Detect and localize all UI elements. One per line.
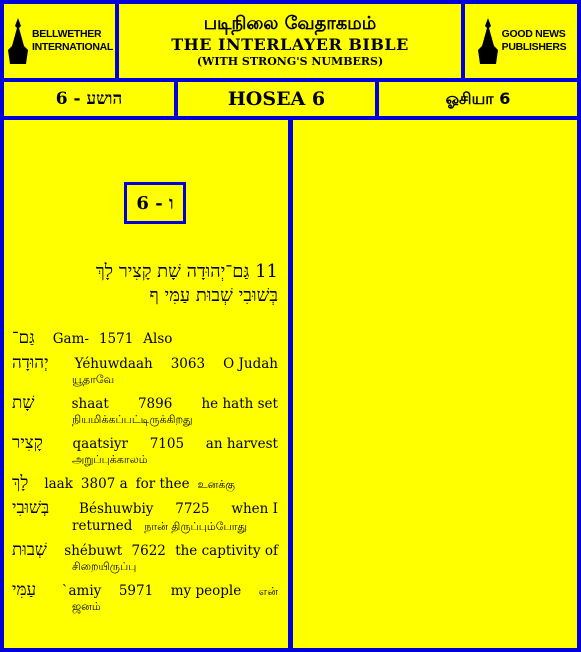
hebrew-word: לָךְ	[12, 473, 29, 493]
tamil-gloss: யூதாவே	[72, 373, 115, 386]
list-item: שְׁבוּת shébuwt 7622 the captivity of சி…	[12, 540, 278, 575]
tamil-gloss: நான் திருப்பும்போது	[144, 520, 248, 533]
logo-left-line2: INTERNATIONAL	[31, 41, 114, 53]
hebrew-word: עַמִּי	[12, 580, 37, 600]
tamil-gloss: அறுப்புக்காலம்	[72, 453, 148, 466]
translit: shébuwt	[64, 543, 123, 559]
english-gloss: Also	[143, 331, 173, 347]
strong-number: 7725	[175, 501, 210, 517]
translit: Gam-	[52, 331, 89, 347]
list-item: קָצִיר qaatsiyr 7105 an harvest அறுப்புக…	[12, 433, 278, 468]
list-item: יְהוּדָה Yéhuwdaah 3063 O Judah யூதாவே	[12, 353, 278, 388]
list-item: עַמִּי `amiy 5971 my people என் ஜனம்	[12, 580, 278, 615]
strong-number: 1571	[98, 331, 134, 347]
english-gloss: an harvest	[205, 436, 278, 452]
subtitle: (WITH STRONG'S NUMBERS)	[196, 55, 384, 68]
strong-number: 7896	[137, 396, 173, 412]
figure-icon	[7, 18, 28, 64]
title-block: படிநிலை வேதாகமம் THE INTERLAYER BIBLE (W…	[119, 4, 461, 78]
tamil-gloss-cont: ஜனம்	[72, 600, 101, 613]
logo-right-line2: PUBLISHERS	[501, 41, 567, 53]
english-gloss: when I	[231, 501, 278, 517]
english-gloss-cont: returned	[72, 518, 133, 534]
hebrew-verse: 11 גַּם־יְהוּדָה שָׁת קָצִיר לָךְ בְּשׁו…	[18, 260, 278, 308]
tamil-gloss: உனக்கு	[197, 478, 235, 491]
english-gloss: he hath set	[201, 396, 278, 412]
tamil-gloss: நியமிக்கப்பட்டிருக்கிறது	[72, 413, 193, 426]
english-gloss: for thee	[135, 476, 190, 492]
hebrew-word: קָצִיר	[12, 433, 43, 453]
hebrew-word: בְּשׁוּבִי	[12, 498, 50, 518]
tamil-gloss: சிறையிருப்பு	[72, 560, 137, 573]
list-item: בְּשׁוּבִי Béshuwbiy 7725 when I returne…	[12, 498, 278, 535]
translit: `amiy	[61, 583, 102, 599]
english-book-ref: HOSEA 6	[178, 82, 375, 116]
translit: shaat	[71, 396, 109, 412]
verse-panel: 6 - ו 11 גַּם־יְהוּדָה שָׁת קָצִיר לָךְ …	[4, 120, 288, 648]
hebrew-word: שְׁבוּת	[12, 540, 47, 560]
strong-number: 5971	[118, 583, 154, 599]
logo-right-line1: GOOD NEWS	[501, 28, 566, 40]
list-item: שָׁת shaat 7896 he hath set நியமிக்கப்பட…	[12, 393, 278, 428]
english-gloss: my people	[170, 583, 242, 599]
strong-number: 7105	[149, 436, 185, 452]
english-gloss: O Judah	[223, 356, 278, 372]
strong-number: 7622	[131, 543, 166, 559]
translit: qaatsiyr	[72, 436, 129, 452]
figure-icon	[477, 18, 498, 64]
hebrew-verse-line: בְּשׁוּבִי שְׁבוּת עַמִּי ף	[149, 285, 279, 306]
tamil-title: படிநிலை வேதாகமம்	[203, 13, 377, 34]
empty-panel	[293, 120, 577, 648]
word-list: גַּם־ Gam- 1571 Also יְהוּדָה Yéhuwdaah …	[12, 328, 278, 620]
logo-left-line1: BELLWETHER	[31, 28, 102, 40]
list-item: גַּם־ Gam- 1571 Also	[12, 328, 278, 348]
english-gloss: the captivity of	[175, 543, 278, 559]
hebrew-word: שָׁת	[12, 393, 35, 413]
hebrew-book-ref: הושע - 6	[4, 82, 174, 116]
bellwether-logo: BELLWETHER INTERNATIONAL	[4, 4, 115, 78]
strong-number: 3807 a	[80, 476, 128, 492]
strong-number: 3063	[170, 356, 206, 372]
list-item: לָךְ laak 3807 a for thee உனக்கு	[12, 473, 278, 493]
translit: Béshuwbiy	[79, 501, 154, 517]
english-title: THE INTERLAYER BIBLE	[171, 35, 409, 54]
translit: Yéhuwdaah	[74, 356, 153, 372]
hebrew-word: יְהוּדָה	[12, 353, 49, 373]
hebrew-verse-line: 11 גַּם־יְהוּדָה שָׁת קָצִיר לָךְ	[95, 261, 278, 282]
good-news-logo: GOOD NEWS PUBLISHERS	[465, 4, 577, 78]
tamil-gloss: என்	[258, 585, 278, 598]
hebrew-word: גַּם־	[12, 328, 35, 348]
verse-ref-box: 6 - ו	[124, 182, 186, 224]
tamil-book-ref: ஓசியா 6	[379, 82, 577, 116]
translit: laak	[44, 476, 73, 492]
